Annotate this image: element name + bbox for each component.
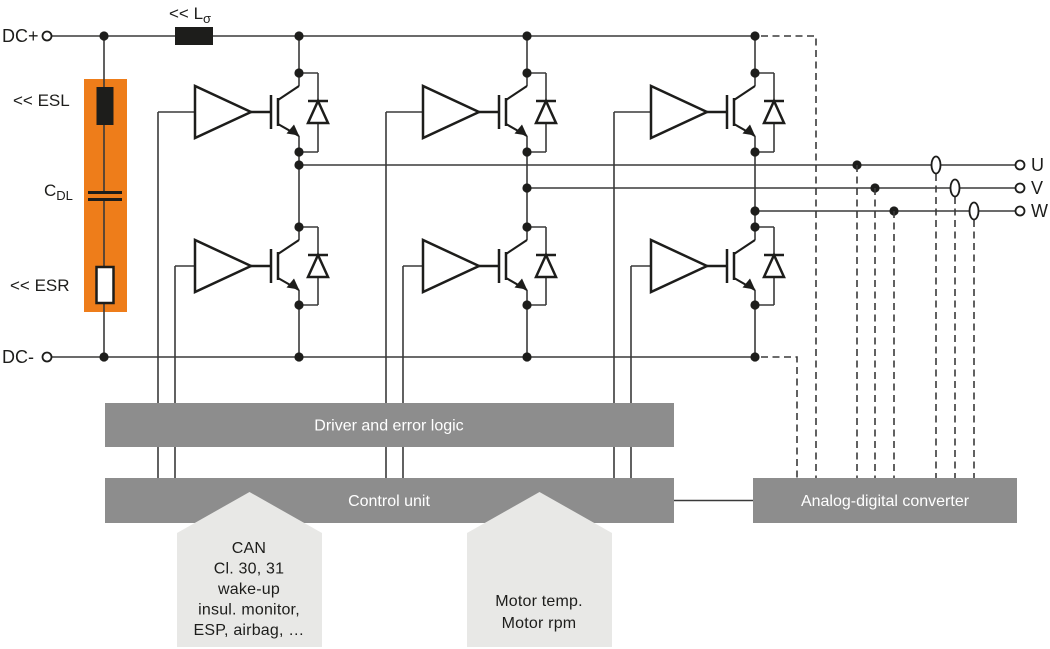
callout-motor-line-1: Motor temp. (495, 593, 583, 610)
current-sensor-w-icon (968, 201, 980, 221)
esr-resistor-icon (95, 265, 115, 305)
phase-v-label: V (1031, 178, 1043, 198)
dc-minus-label: DC- (2, 347, 34, 367)
stray-inductor-icon (175, 27, 213, 45)
dc-minus-sense-line (761, 356, 798, 478)
cdl-label: CDL (44, 181, 73, 203)
dc-plus-label: DC+ (2, 26, 39, 46)
callout-can-line-2: Cl. 30, 31 (214, 561, 284, 578)
dc-plus-sense-line (761, 35, 817, 478)
callout-can-line-4: insul. monitor, (198, 602, 300, 619)
phase-v-terminal (1014, 182, 1026, 194)
dc-link-capacitor-icon (88, 191, 122, 201)
callout-can-line-3: wake-up (217, 581, 280, 598)
esr-label: << ESR (10, 276, 70, 295)
stray-inductor-label: << Lσ (169, 4, 211, 26)
driver-logic-box (105, 403, 674, 447)
esl-label: << ESL (13, 91, 70, 110)
control-unit-label: Control unit (348, 493, 430, 510)
adc-label: Analog-digital converter (801, 493, 970, 510)
dc-minus-terminal (41, 351, 53, 363)
callout-can-line-5: ESP, airbag, … (193, 622, 304, 639)
current-sensor-u-icon (930, 155, 942, 175)
phase-u-label: U (1031, 155, 1044, 175)
adc-box (753, 478, 1017, 523)
callout-motor (467, 492, 612, 647)
dc-plus-terminal (41, 30, 53, 42)
phase-w-label: W (1031, 201, 1048, 221)
esl-inductor-icon (96, 87, 114, 125)
callout-can-line-1: CAN (232, 540, 266, 557)
current-sensor-v-icon (949, 178, 961, 198)
driver-logic-label: Driver and error logic (314, 418, 463, 435)
phase-w-terminal (1014, 205, 1026, 217)
callout-motor-line-2: Motor rpm (502, 615, 577, 632)
callout-can (177, 492, 322, 647)
phase-u-terminal (1014, 159, 1026, 171)
